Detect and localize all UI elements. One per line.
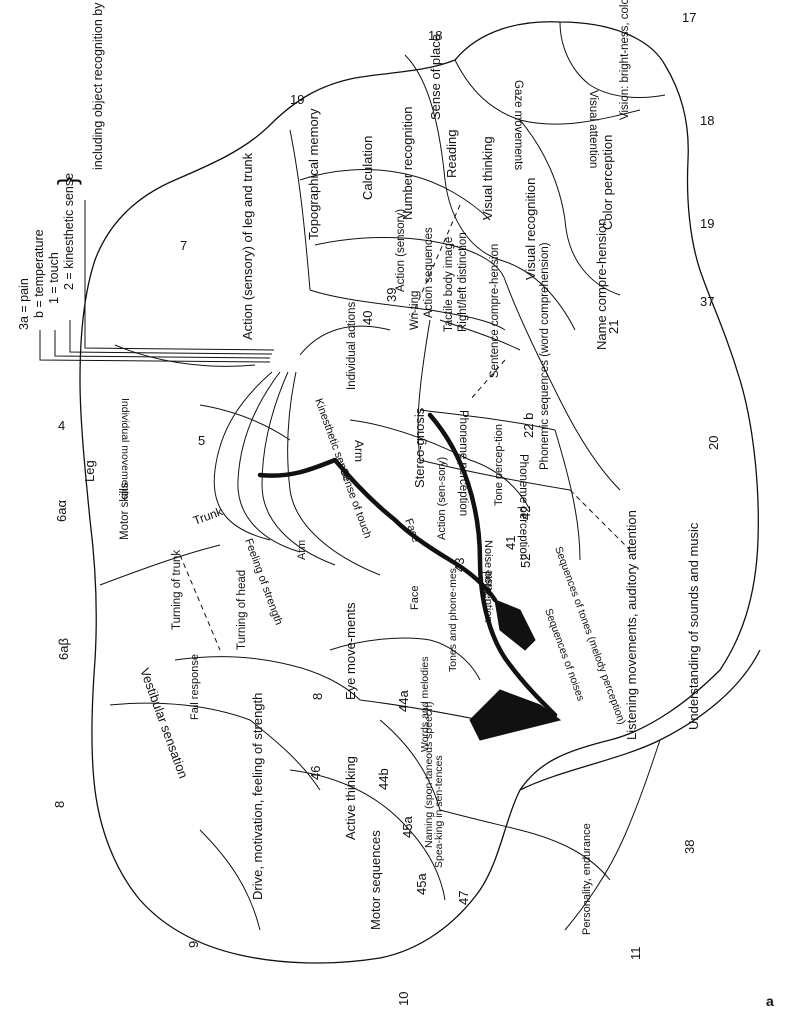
label-feeling-of-strength: Feeling of strength — [242, 537, 284, 627]
label-visual-recognition: Visual recognition — [523, 178, 538, 280]
area-8-outer: 8 — [52, 801, 67, 808]
label-sense-of-touch: Sense of touch — [337, 467, 373, 540]
label-face-motor: Face — [409, 586, 421, 610]
area-47: 47 — [456, 891, 471, 905]
label-motor-sequences: Motor sequences — [368, 830, 383, 930]
label-understanding: Understanding of sounds and music — [686, 522, 701, 730]
label-phoneme-perception: Phoneme perception — [517, 454, 529, 560]
label-phoneme-perception-top: Phoneme perception — [457, 410, 469, 516]
area-5: 5 — [198, 433, 205, 448]
area-6ab: 6aβ — [56, 638, 71, 660]
legend-block: 3a = pain b = temperature 1 = touch 2 = … — [17, 173, 76, 330]
area-19-right: 19 — [700, 216, 714, 231]
label-eye-movements: Eye move-ments — [343, 602, 358, 700]
label-turning-trunk: Turning of trunk — [171, 550, 183, 630]
area-8-inner: 8 — [310, 693, 325, 700]
label-individual-movements: Individual movements — [119, 398, 131, 500]
area-43: 43 — [452, 558, 467, 572]
label-trunk: Trunk — [191, 504, 225, 528]
area-40: 40 — [360, 311, 375, 325]
label-speaking: Spea-king in sen-tences — [433, 755, 445, 868]
area-7: 7 — [180, 238, 187, 253]
label-sentence-comprehension: Sentence compre-hension — [489, 244, 501, 378]
legend-brace-text: including object recognition by touch — [91, 0, 105, 170]
label-action-sequences: Action sequences — [423, 227, 435, 318]
label-fall-response: Fall response — [189, 654, 201, 720]
area-44b: 44b — [376, 768, 391, 790]
area-21: 21 — [606, 320, 621, 334]
legend-2: 2 = kinesthetic sense — [62, 173, 76, 290]
area-42: 42 — [518, 506, 533, 520]
label-words-melodies: Words and melodies — [419, 656, 431, 752]
label-tones-phonemes: Tones and phone-mes — [447, 568, 459, 672]
area-45a-b: 45a — [414, 873, 429, 895]
label-stereognosis: Stereo-gnosis — [412, 407, 427, 488]
central-sulcus — [257, 457, 498, 603]
label-vision: Vision: bright-ness, color, shape, move-… — [619, 0, 631, 120]
legend-brace: } — [52, 176, 82, 185]
label-arm-sensory: Arm — [352, 440, 366, 462]
area-18-top: 18 — [428, 28, 442, 43]
label-tone-perception: Tone percep-tion — [493, 424, 505, 506]
label-action-face: Action (sen-sory) — [436, 457, 448, 540]
cortex-outline — [79, 21, 759, 964]
label-active-thinking: Active thinking — [343, 756, 358, 840]
label-writing: Wri-ting — [409, 291, 421, 330]
label-taste: Taste — [483, 570, 495, 596]
label-drive: Drive, motivation, feeling of strength — [250, 693, 265, 900]
area-20: 20 — [706, 436, 721, 450]
label-visual-attention: Visual attention — [587, 90, 599, 168]
label-phonemic-sequences: Phonemic sequences (word comprehension) — [539, 242, 551, 470]
label-tactile-body-image: Tactile body image — [443, 237, 455, 332]
label-name-comprehension: Name compre-hension — [594, 218, 609, 350]
area-11: 11 — [628, 947, 643, 961]
label-right-left: Right/left distinction — [457, 232, 469, 332]
area-45a: 45a — [400, 816, 415, 838]
label-action-leg-trunk: Action (sensory) of leg and trunk — [240, 152, 255, 340]
area-22b: 22 b — [521, 413, 536, 438]
label-topographical-memory: Topographical memory — [306, 108, 321, 240]
legend-1: 1 = touch — [47, 252, 61, 304]
label-noise-perception: Noise perception — [482, 540, 494, 623]
area-10: 10 — [396, 992, 411, 1006]
area-41: 41 — [503, 536, 518, 550]
label-listening: Listening movements, auditory attention — [624, 510, 639, 740]
area-9: 9 — [186, 941, 201, 948]
label-calculation: Calculation — [360, 136, 375, 200]
label-gaze-movements: Gaze movements — [512, 80, 524, 170]
area-19-top: 19 — [290, 92, 304, 107]
label-number-recognition: Number recognition — [400, 107, 415, 220]
label-color-perception: Color perception — [600, 135, 615, 230]
area-44a: 44a — [396, 690, 411, 712]
label-naming: Naming (spon-taneous speech) — [423, 702, 435, 849]
label-arm-motor: Arm — [296, 540, 308, 560]
area-18-right: 18 — [700, 113, 714, 128]
area-6aa: 6aα — [54, 500, 69, 522]
label-individual-actions: Individual actions — [346, 302, 358, 390]
figure-letter: a — [766, 993, 774, 1009]
legend-b: b = temperature — [32, 229, 46, 318]
area-17: 17 — [682, 10, 696, 25]
area-38: 38 — [682, 840, 697, 854]
label-turning-head: Turning of head — [236, 570, 248, 650]
lateral-sulcus — [427, 412, 558, 718]
label-vestibular: Vestibular sensation — [137, 666, 191, 780]
label-motor-skills: Motor skills — [119, 482, 131, 540]
legend-3a: 3a = pain — [17, 278, 31, 330]
area-39: 39 — [384, 288, 399, 302]
area-46: 46 — [308, 766, 323, 780]
label-action-sensory: Action (sensory) — [395, 209, 407, 292]
label-sense-of-place: Sense of place — [428, 34, 443, 120]
label-personality: Personality, endurance — [581, 823, 593, 935]
label-reading: Reading — [444, 130, 459, 178]
area-4: 4 — [58, 418, 65, 433]
area-52: 52 — [518, 554, 533, 568]
label-leg: Leg — [82, 460, 97, 482]
label-visual-thinking: Visual thinking — [480, 136, 495, 220]
area-37: 37 — [700, 294, 714, 309]
